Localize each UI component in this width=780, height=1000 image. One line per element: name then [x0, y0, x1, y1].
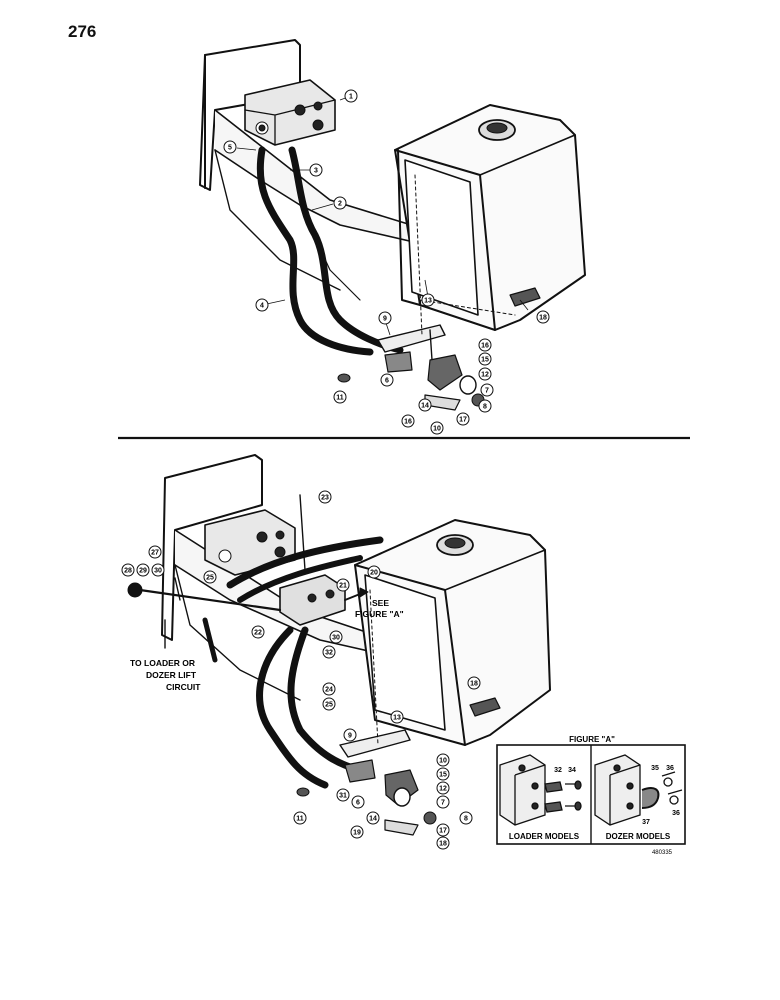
callout-label: 18: [470, 681, 478, 688]
inset-callout: 37: [642, 819, 650, 826]
callout-label: 25: [206, 575, 214, 582]
callout-label: 16: [404, 419, 412, 426]
bottom-callout-labels: 23 27 28 29 30 25 20 21 22 32 30 24 25 1…: [121, 490, 481, 850]
callout-label: 31: [339, 793, 347, 800]
fittings-cluster: [296, 759, 437, 836]
callout-label: 12: [481, 372, 489, 379]
lower-bracket: [377, 324, 446, 353]
callout-label: 17: [459, 417, 467, 424]
callout-label: 4: [260, 303, 264, 310]
callout-label: 13: [393, 715, 401, 722]
callout-label: 8: [464, 816, 468, 823]
callout-label: 20: [370, 570, 378, 577]
see-figure-line-1: SEE: [372, 598, 389, 608]
callout-label: 2: [338, 201, 342, 208]
callout-label: 19: [353, 830, 361, 837]
hose-left: [256, 146, 374, 356]
bottom-illustration: [127, 454, 551, 836]
callout-label: 28: [124, 568, 132, 575]
callout-label: 1: [349, 94, 353, 101]
lift-valve: [279, 574, 346, 626]
callout-label: 15: [481, 357, 489, 364]
hydraulic-tank: [394, 104, 586, 331]
hose-lower-right: [287, 626, 364, 774]
control-lever: [138, 588, 282, 612]
hose-upper: [226, 536, 384, 589]
callout-label: 13: [424, 298, 432, 305]
callout-label: 12: [439, 786, 447, 793]
callout-label: 14: [421, 403, 429, 410]
callout-label: 8: [483, 404, 487, 411]
to-loader-note: TO LOADER OR DOZER LIFT CIRCUIT: [130, 658, 201, 692]
see-figure-line-2: FIGURE "A": [355, 609, 404, 619]
callout-label: 29: [139, 568, 147, 575]
callout-label: 5: [228, 145, 232, 152]
inset-callout: 34: [568, 767, 576, 774]
to-loader-line-3: CIRCUIT: [166, 682, 201, 692]
inset-callout: 36: [666, 765, 674, 772]
callout-label: 9: [383, 316, 387, 323]
hose-right: [288, 146, 404, 354]
callout-label: 16: [481, 343, 489, 350]
figure-a-title: FIGURE "A": [569, 735, 615, 744]
callout-label: 15: [439, 772, 447, 779]
inset-callout: 32: [554, 767, 562, 774]
callout-label: 6: [356, 800, 360, 807]
callout-label: 10: [439, 758, 447, 765]
callout-label: 7: [485, 388, 489, 395]
page-number: 276: [68, 22, 97, 41]
hose-upper-2: [237, 555, 363, 603]
callout-label: 11: [336, 395, 344, 402]
inset-callout: 35: [651, 765, 659, 772]
control-valve: [204, 509, 296, 576]
callout-label: 7: [441, 800, 445, 807]
catalog-number: 480335: [652, 850, 673, 856]
callout-label: 9: [348, 733, 352, 740]
callout-label: 14: [369, 816, 377, 823]
callout-label: 3: [314, 168, 318, 175]
callout-label: 18: [439, 841, 447, 848]
callout-label: 30: [332, 635, 340, 642]
fittings-cluster: [337, 351, 485, 411]
callout-label: 11: [296, 816, 304, 823]
lever-knob: [127, 582, 143, 598]
callout-label: 6: [385, 378, 389, 385]
callout-label: 30: [154, 568, 162, 575]
loader-models-caption: LOADER MODELS: [509, 832, 580, 841]
control-valve: [244, 79, 336, 146]
see-figure-note: SEE FIGURE "A": [355, 598, 404, 619]
top-callout-labels: 1 2 3 4 5 6 7 8 9 10 11 12 13 14 15 16 1…: [223, 89, 550, 435]
hose-lower-left: [256, 626, 329, 789]
callout-label: 10: [433, 426, 441, 433]
mounting-bracket: [161, 454, 263, 641]
callout-label: 22: [254, 630, 262, 637]
callout-label: 27: [151, 550, 159, 557]
callout-label: 23: [321, 495, 329, 502]
figure-a-inset: FIGURE "A" 32 34 35: [496, 735, 686, 845]
callout-label: 32: [325, 650, 333, 657]
hydraulic-tank: [354, 519, 551, 746]
callout-label: 18: [539, 315, 547, 322]
to-loader-line-1: TO LOADER OR: [130, 658, 195, 668]
callout-label: 17: [439, 828, 447, 835]
callout-label: 24: [325, 687, 333, 694]
lower-bracket: [339, 729, 411, 758]
dozer-models-caption: DOZER MODELS: [606, 832, 671, 841]
callout-label: 21: [339, 583, 347, 590]
top-illustration: [199, 39, 586, 411]
callout-label: 25: [325, 702, 333, 709]
to-loader-line-2: DOZER LIFT: [146, 670, 197, 680]
inset-callout: 36: [672, 810, 680, 817]
